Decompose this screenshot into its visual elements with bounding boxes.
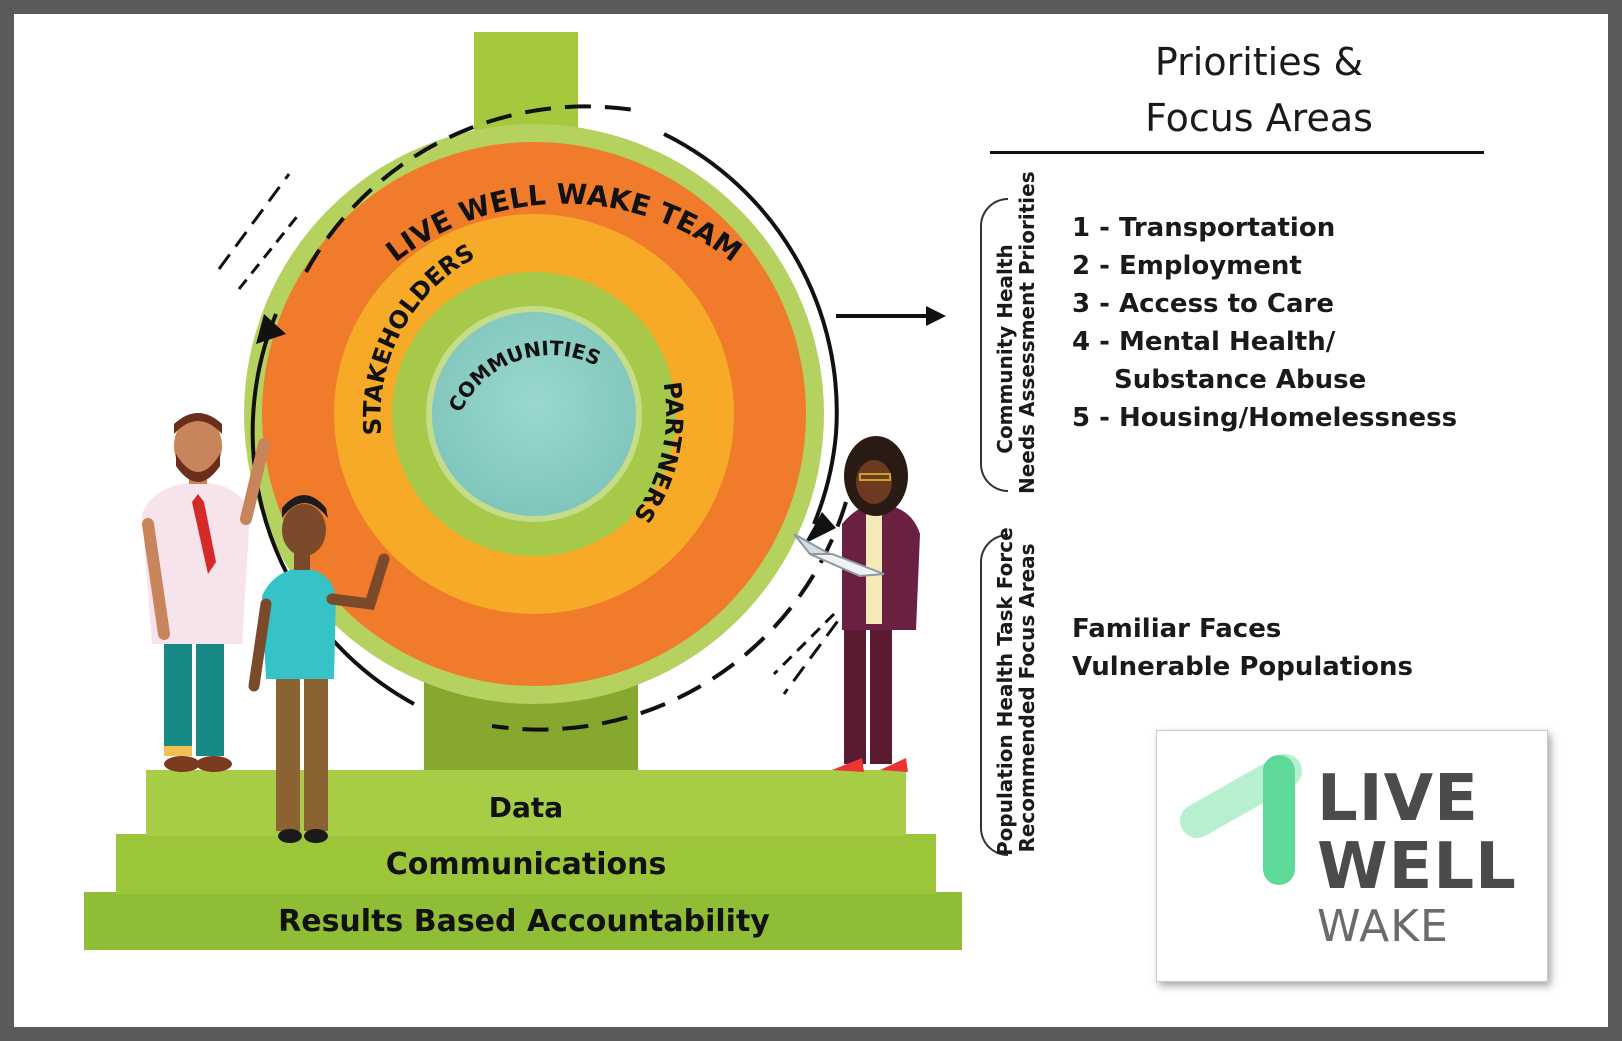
priority-item-3: 3 - Access to Care <box>1072 289 1334 319</box>
diagram-canvas: Data Communications Results Based Accoun… <box>14 14 1608 1027</box>
phtf-focus-list: Familiar Faces Vulnerable Populations <box>1072 610 1413 686</box>
priority-item-5: 5 - Housing/Homelessness <box>1072 403 1458 433</box>
live-well-wake-logo: LIVE WELL WAKE <box>1156 730 1548 982</box>
cycle-arrow-left <box>250 313 415 706</box>
phtf-vertical-label: Population Health Task Force Recommended… <box>993 527 1039 856</box>
focus-item-1: Familiar Faces <box>1072 614 1282 644</box>
person-man-teal-shirt <box>248 495 390 843</box>
phtf-label-line-1: Population Health Task Force <box>993 527 1017 856</box>
logo-line-3: WAKE <box>1317 901 1449 952</box>
diagram-art: Data Communications Results Based Accoun… <box>84 32 962 950</box>
phtf-label-line-2: Recommended Focus Areas <box>1015 543 1039 853</box>
arrowhead-up-icon <box>256 314 286 344</box>
step-bottom <box>84 892 962 950</box>
logo-line-2: WELL <box>1317 830 1517 904</box>
step-top <box>146 770 906 836</box>
person-man-with-tie <box>142 413 270 772</box>
title-line-1: Priorities & <box>1154 40 1364 84</box>
person-woman-with-laptop <box>793 436 920 772</box>
priority-item-2: 2 - Employment <box>1072 251 1302 281</box>
communities-core <box>432 312 636 516</box>
arrowhead-down-icon <box>804 512 836 544</box>
dashed-arc-top <box>304 104 635 273</box>
priority-item-4: 4 - Mental Health/ <box>1072 327 1336 357</box>
cycle-arrow-right <box>663 132 839 435</box>
motion-lines-left <box>217 173 291 270</box>
chna-priority-list: 1 - Transportation 2 - Employment 3 - Ac… <box>1072 209 1457 437</box>
arrow-right-icon <box>926 306 946 326</box>
logo-mark-icon <box>1180 754 1302 885</box>
chna-vertical-label: Community Health Needs Assessment Priori… <box>993 171 1039 494</box>
title-divider <box>990 151 1484 154</box>
priority-item-1: 1 - Transportation <box>1072 213 1336 243</box>
step-middle <box>116 834 936 894</box>
chna-label-line-1: Community Health <box>993 244 1017 454</box>
step-rba-label: Results Based Accountability <box>278 904 770 939</box>
chna-label-line-2: Needs Assessment Priorities <box>1015 171 1039 494</box>
step-data-label: Data <box>489 791 563 824</box>
motion-lines-right <box>782 598 856 695</box>
priority-item-4-cont: Substance Abuse <box>1114 365 1367 395</box>
focus-item-2: Vulnerable Populations <box>1072 652 1414 682</box>
title-line-2: Focus Areas <box>1145 96 1373 140</box>
logo-line-1: LIVE <box>1317 762 1479 836</box>
page-title: Priorities & Focus Areas <box>1074 34 1444 146</box>
step-communications-label: Communications <box>386 847 667 882</box>
